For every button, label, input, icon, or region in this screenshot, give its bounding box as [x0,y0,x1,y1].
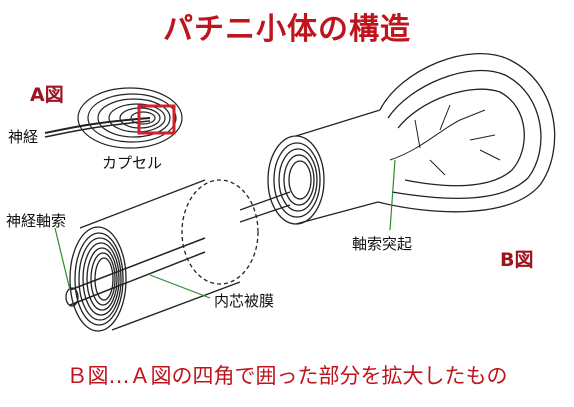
outer-capsule-cylinder [65,179,259,332]
capsule-label: カプセル [102,154,163,172]
figure-a-label: A図 [30,84,64,106]
highlight-box [137,104,176,135]
figure-a-corpuscle [44,87,183,149]
terminal-bulb [377,53,556,213]
caption: Ｂ図…Ａ図の四角で囲った部分を拡大したもの [66,364,508,388]
page-title: パチニ小体の構造 [163,12,411,47]
axon-process-label: 軸索突起 [352,235,413,253]
leader-lines [54,159,396,299]
figure-b-label: B図 [500,249,534,271]
inner-core-cylinder [267,109,381,225]
axon-label: 神経軸索 [6,212,67,230]
nerve-label: 神経 [8,128,39,146]
inner-core-label: 内芯被膜 [214,292,275,310]
